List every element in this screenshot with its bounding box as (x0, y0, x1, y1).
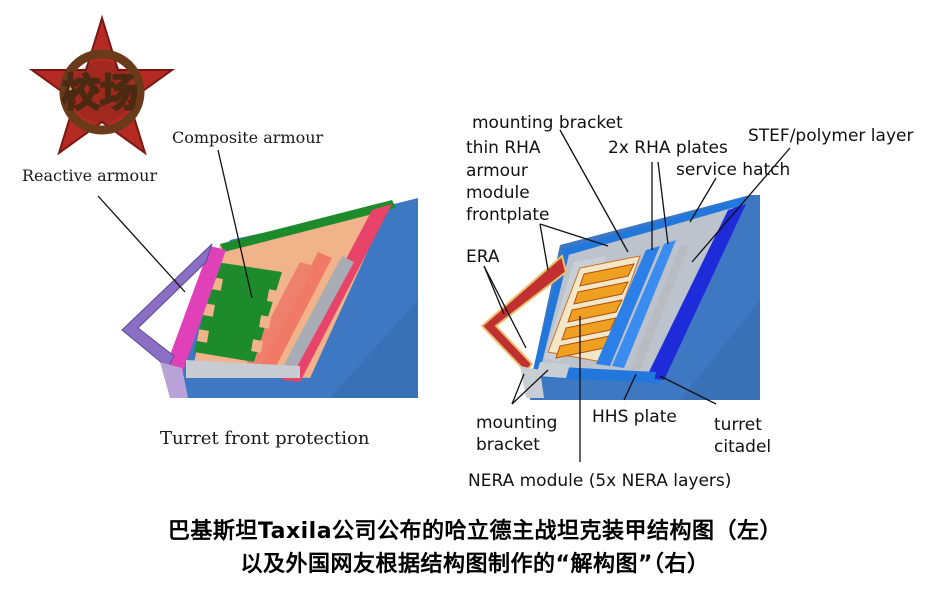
left-caption: Turret front protection (160, 428, 370, 449)
caption-line-1: 巴基斯坦Taxila公司公布的哈立德主战坦克装甲结构图（左） (167, 519, 783, 544)
right-era-frame (480, 254, 568, 374)
right-label-stef: STEF/polymer layer (748, 126, 913, 146)
right-gray-plate (630, 244, 690, 370)
right-label-thin-rha-1: thin RHA (466, 138, 541, 158)
left-reactive-leader (97, 195, 186, 293)
left-label-reactive: Reactive armour (22, 166, 157, 185)
left-green-module-teeth (197, 277, 279, 353)
left-bottom-bracket (186, 360, 300, 378)
caption-line-2: 以及外国网友根据结构图制作的“解构图”（右） (240, 552, 710, 577)
right-label-turret-1: turret (714, 415, 762, 435)
right-stef-layer (646, 204, 746, 380)
right-bottom-bracket (536, 362, 570, 378)
right-turret-shade (680, 300, 760, 400)
right-label-mounting-bracket-bottom-2: bracket (476, 435, 540, 455)
right-label-thin-rha-3: module (466, 183, 530, 203)
right-rha-plate-1 (596, 246, 660, 366)
right-label-nera: NERA module (5x NERA layers) (468, 471, 731, 491)
right-nera-module (547, 255, 641, 363)
right-label-thin-rha-4: frontplate (466, 205, 550, 225)
left-green-strip (220, 200, 396, 252)
right-rha-plate-2 (612, 240, 676, 368)
right-label-rha-plates: 2x RHA plates (608, 138, 728, 158)
logo-ring (59, 49, 145, 135)
logo: 校场 (28, 14, 176, 156)
right-nera-layers (555, 263, 635, 359)
right-label-thin-rha-2: armour (466, 161, 528, 181)
left-composite-leader (217, 149, 253, 299)
right-diagram: mounting bracket thin RHA armour module … (466, 113, 913, 491)
left-gray-plate (280, 256, 354, 376)
logo-ring-inner (71, 61, 133, 123)
right-label-turret-2: citadel (714, 437, 771, 457)
left-reactive-lip (160, 362, 188, 398)
left-label-composite: Composite armour (172, 128, 324, 147)
logo-star (28, 14, 176, 156)
left-salmon-plate-1 (258, 252, 332, 374)
left-era-strip (166, 246, 226, 374)
left-turret-shade (330, 300, 418, 398)
right-label-service-hatch: service hatch (676, 160, 790, 180)
right-label-era: ERA (466, 247, 500, 267)
right-hhs-plate (540, 366, 656, 382)
right-label-mounting-bracket-bottom-1: mounting (476, 413, 557, 433)
right-label-hhs: HHS plate (592, 407, 677, 427)
left-diagram: Composite armour Reactive armour Turret … (22, 128, 418, 449)
right-leader-lines (483, 129, 791, 462)
left-reactive-frame (121, 243, 213, 369)
right-label-mounting-bracket-top: mounting bracket (472, 113, 623, 133)
logo-text: 校场 (62, 70, 138, 115)
